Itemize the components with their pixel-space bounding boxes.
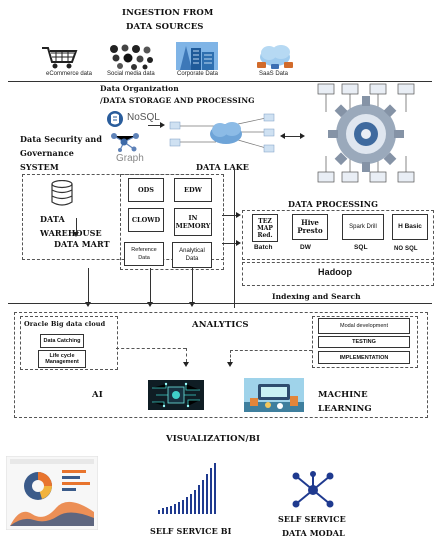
engine-hive-presto: Hive Presto (292, 214, 328, 240)
data-catching-box: Data Catching (40, 334, 84, 348)
storage-title-line1: Data Organization (100, 84, 179, 93)
processing-title: DATA PROCESSING (288, 199, 379, 209)
ai-label: AI (92, 390, 103, 400)
testing-box: TESTING (318, 336, 410, 348)
box-in-memory: IN MEMORY (174, 208, 212, 236)
warehouse-title-line1: DATA (40, 214, 65, 224)
box-edw: EDW (174, 178, 212, 202)
lake-arrow-left (280, 133, 285, 139)
box-reference-data: Reference Data (124, 242, 164, 266)
analytics-title: ANALYTICS (192, 320, 249, 330)
storage-title-line2: /DATA STORAGE AND PROCESSING (100, 96, 255, 105)
machine-learning-image (244, 378, 304, 412)
warehouse-title-line2: WAREHOUSE (40, 228, 102, 238)
box-analytical-data: Analytical Data (172, 242, 212, 268)
bi-bar-chart-image (158, 463, 216, 514)
source-label-social-media: Social media data (107, 71, 155, 77)
corporate-building-icon (176, 42, 218, 70)
self-service-modal-line1: SELF SERVICE (278, 514, 346, 524)
engine-type-nosql: NO SQL (394, 246, 418, 252)
social-media-icon (110, 44, 153, 70)
section-divider-processing (8, 303, 432, 304)
ml-label-line1: MACHINE (318, 390, 368, 400)
data-mart-label: DATA MART (54, 239, 110, 249)
processing-container (242, 210, 434, 260)
engine-type-batch: Batch (254, 244, 273, 251)
data-lake-label: DATA LAKE (196, 162, 249, 172)
nosql-label: NoSQL (127, 112, 160, 123)
database-icon (51, 180, 73, 206)
data-lake-diagram (169, 113, 275, 153)
ml-label-line2: LEARNING (318, 404, 372, 414)
engine-spark-drill: Spark Drill (342, 214, 384, 240)
source-label-ecommerce: eCommerce data (46, 71, 93, 77)
network-model-icon (292, 471, 334, 508)
source-label-saas: SaaS Data (259, 71, 289, 77)
self-service-modal-line2: DATA MODAL (282, 528, 345, 538)
analytics-container (14, 312, 428, 418)
engine-tez-mapred: TEZ MAP Red. (252, 214, 278, 242)
shopping-cart-icon (42, 47, 78, 69)
implementation-box: IMPLEMENTATION (318, 351, 410, 364)
lifecycle-box: Life cycle Management (38, 350, 86, 368)
dashboard-image (6, 456, 98, 530)
security-line3: SYSTEM (20, 162, 59, 172)
self-service-bi-label: SELF SERVICE BI (150, 526, 232, 536)
engine-type-dw: DW (300, 244, 312, 251)
section-divider-ingestion (8, 81, 432, 82)
oracle-label: Oracle Big data cloud (24, 320, 106, 328)
modal-development-box: Modal development (318, 318, 410, 334)
ai-circuit-image (148, 380, 204, 410)
box-ods: ODS (128, 178, 164, 202)
source-label-corporate: Corporate Data (177, 71, 219, 77)
warehouse-inner-container (120, 174, 224, 270)
nosql-icon (107, 111, 123, 127)
hadoop-container (242, 262, 434, 286)
hadoop-cluster-gear-icon (317, 83, 415, 183)
security-line2: Governance (20, 148, 74, 158)
lake-arrow-right (160, 122, 165, 128)
graph-icon (111, 133, 139, 152)
visualization-title: VISUALIZATION/BI (166, 434, 261, 444)
ingestion-title-line2: DATA SOURCES (126, 22, 204, 32)
engine-type-sql: SQL (354, 244, 368, 251)
indexing-label: Indexing and Search (272, 292, 361, 301)
ingestion-title-line1: INGESTION FROM (122, 8, 214, 18)
hadoop-label: Hadoop (318, 267, 353, 277)
security-line1: Data Security and (20, 134, 103, 144)
graph-label: Graph (116, 153, 144, 164)
engine-h-basic: H Basic (392, 214, 428, 240)
saas-cloud-icon (257, 45, 293, 69)
box-clowd: CLOWD (128, 208, 164, 232)
